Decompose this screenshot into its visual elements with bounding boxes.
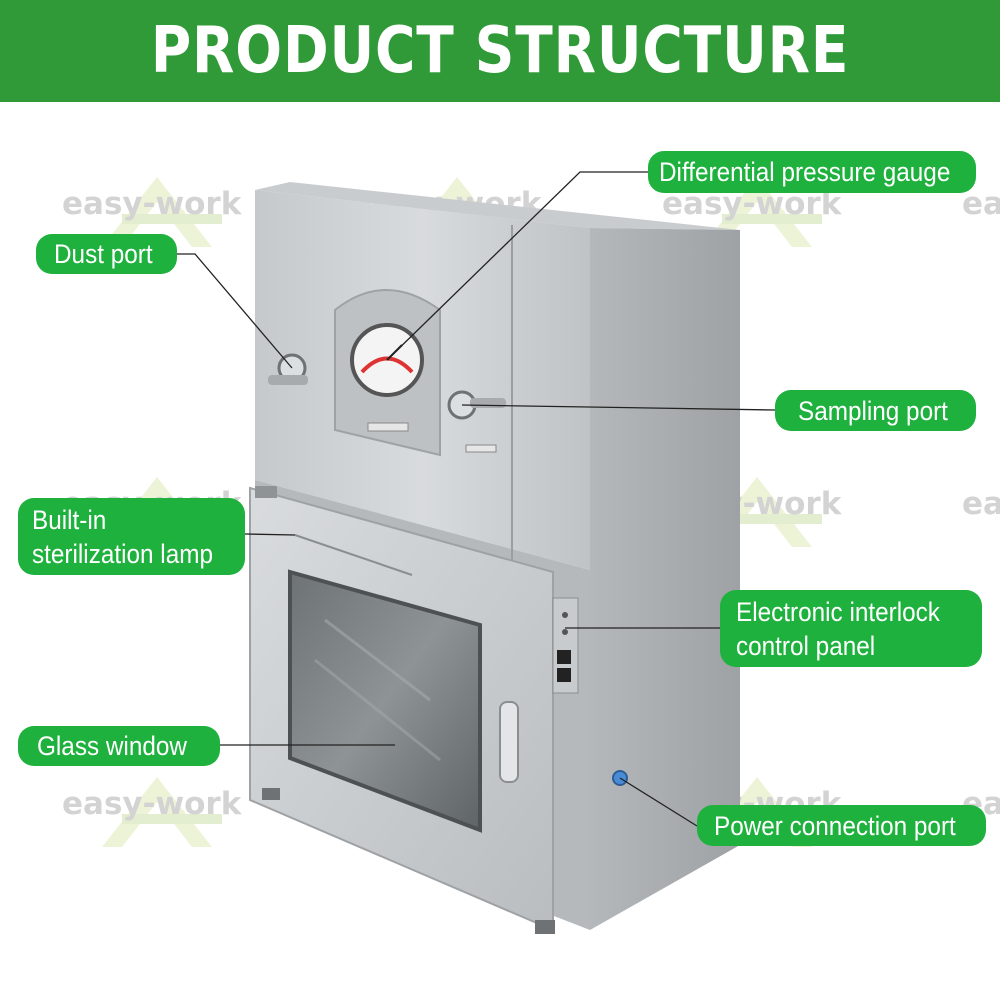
callout-sterilization-lamp: Built-in sterilization lamp xyxy=(18,498,245,575)
callout-glass-window: Glass window xyxy=(18,726,220,766)
glass-window xyxy=(288,569,482,833)
cabinet-side xyxy=(590,228,740,930)
page-title: PRODUCT STRUCTURE xyxy=(150,14,850,88)
callout-sampling-port: Sampling port xyxy=(775,390,976,431)
callout-interlock-panel: Electronic interlock control panel xyxy=(720,590,982,667)
interlock-control-panel xyxy=(552,597,579,694)
callout-dust-port: Dust port xyxy=(36,234,177,274)
callout-pressure-gauge: Differential pressure gauge xyxy=(648,151,976,193)
door-handle-icon xyxy=(499,701,519,783)
callout-power-port: Power connection port xyxy=(697,805,986,846)
power-port-icon xyxy=(612,770,628,786)
header-banner: PRODUCT STRUCTURE xyxy=(0,0,1000,102)
